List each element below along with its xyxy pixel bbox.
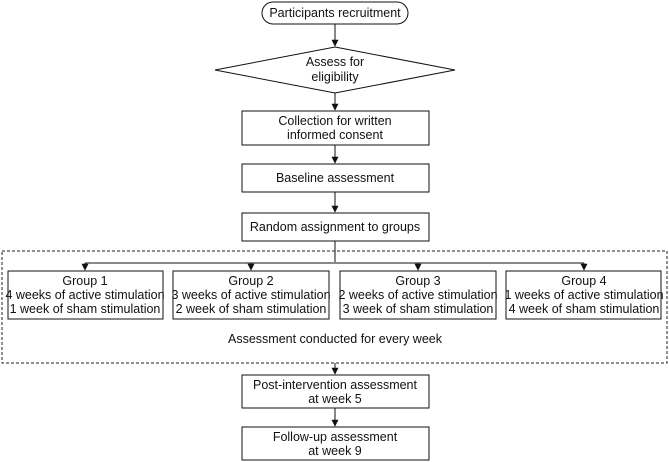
group-3-box [339,270,497,320]
consent-label-line2: informed consent [287,128,383,142]
consent-label-line1: Collection for written [278,114,391,128]
random-assignment-box [241,212,430,242]
start-label: Participants recruitment [269,6,401,20]
follow-up-box [241,426,430,461]
group-4-box [505,270,662,320]
group-4-title: Group 4 [561,274,606,288]
group-1-box [7,270,164,320]
consent-box [241,110,430,146]
group-1-title: Group 1 [62,274,107,288]
eligibility-label-line1: Assess for [306,55,364,69]
group-3-title: Group 3 [395,274,440,288]
post-intervention-line2: at week 5 [308,392,362,406]
weekly-assessment-note: Assessment conducted for every week [228,332,443,346]
random-assignment-label: Random assignment to groups [250,220,420,234]
group-4-line1: 1 weeks of active stimulation [504,288,663,302]
group-1-line2: 1 week of sham stimulation [10,302,161,316]
follow-up-line2: at week 9 [308,444,362,458]
baseline-label: Baseline assessment [276,171,395,185]
group-2-box [172,270,330,320]
group-3-line2: 3 week of sham stimulation [343,302,494,316]
baseline-box [241,163,430,193]
group-4-line2: 4 week of sham stimulation [509,302,660,316]
post-intervention-line1: Post-intervention assessment [253,378,417,392]
group-2-line2: 2 week of sham stimulation [176,302,327,316]
group-2-line1: 3 weeks of active stimulation [171,288,330,302]
group-2-title: Group 2 [228,274,273,288]
group-3-line1: 2 weeks of active stimulation [338,288,497,302]
group-1-line1: 4 weeks of active stimulation [5,288,164,302]
eligibility-label-line2: eligibility [311,70,359,84]
follow-up-line1: Follow-up assessment [273,430,398,444]
